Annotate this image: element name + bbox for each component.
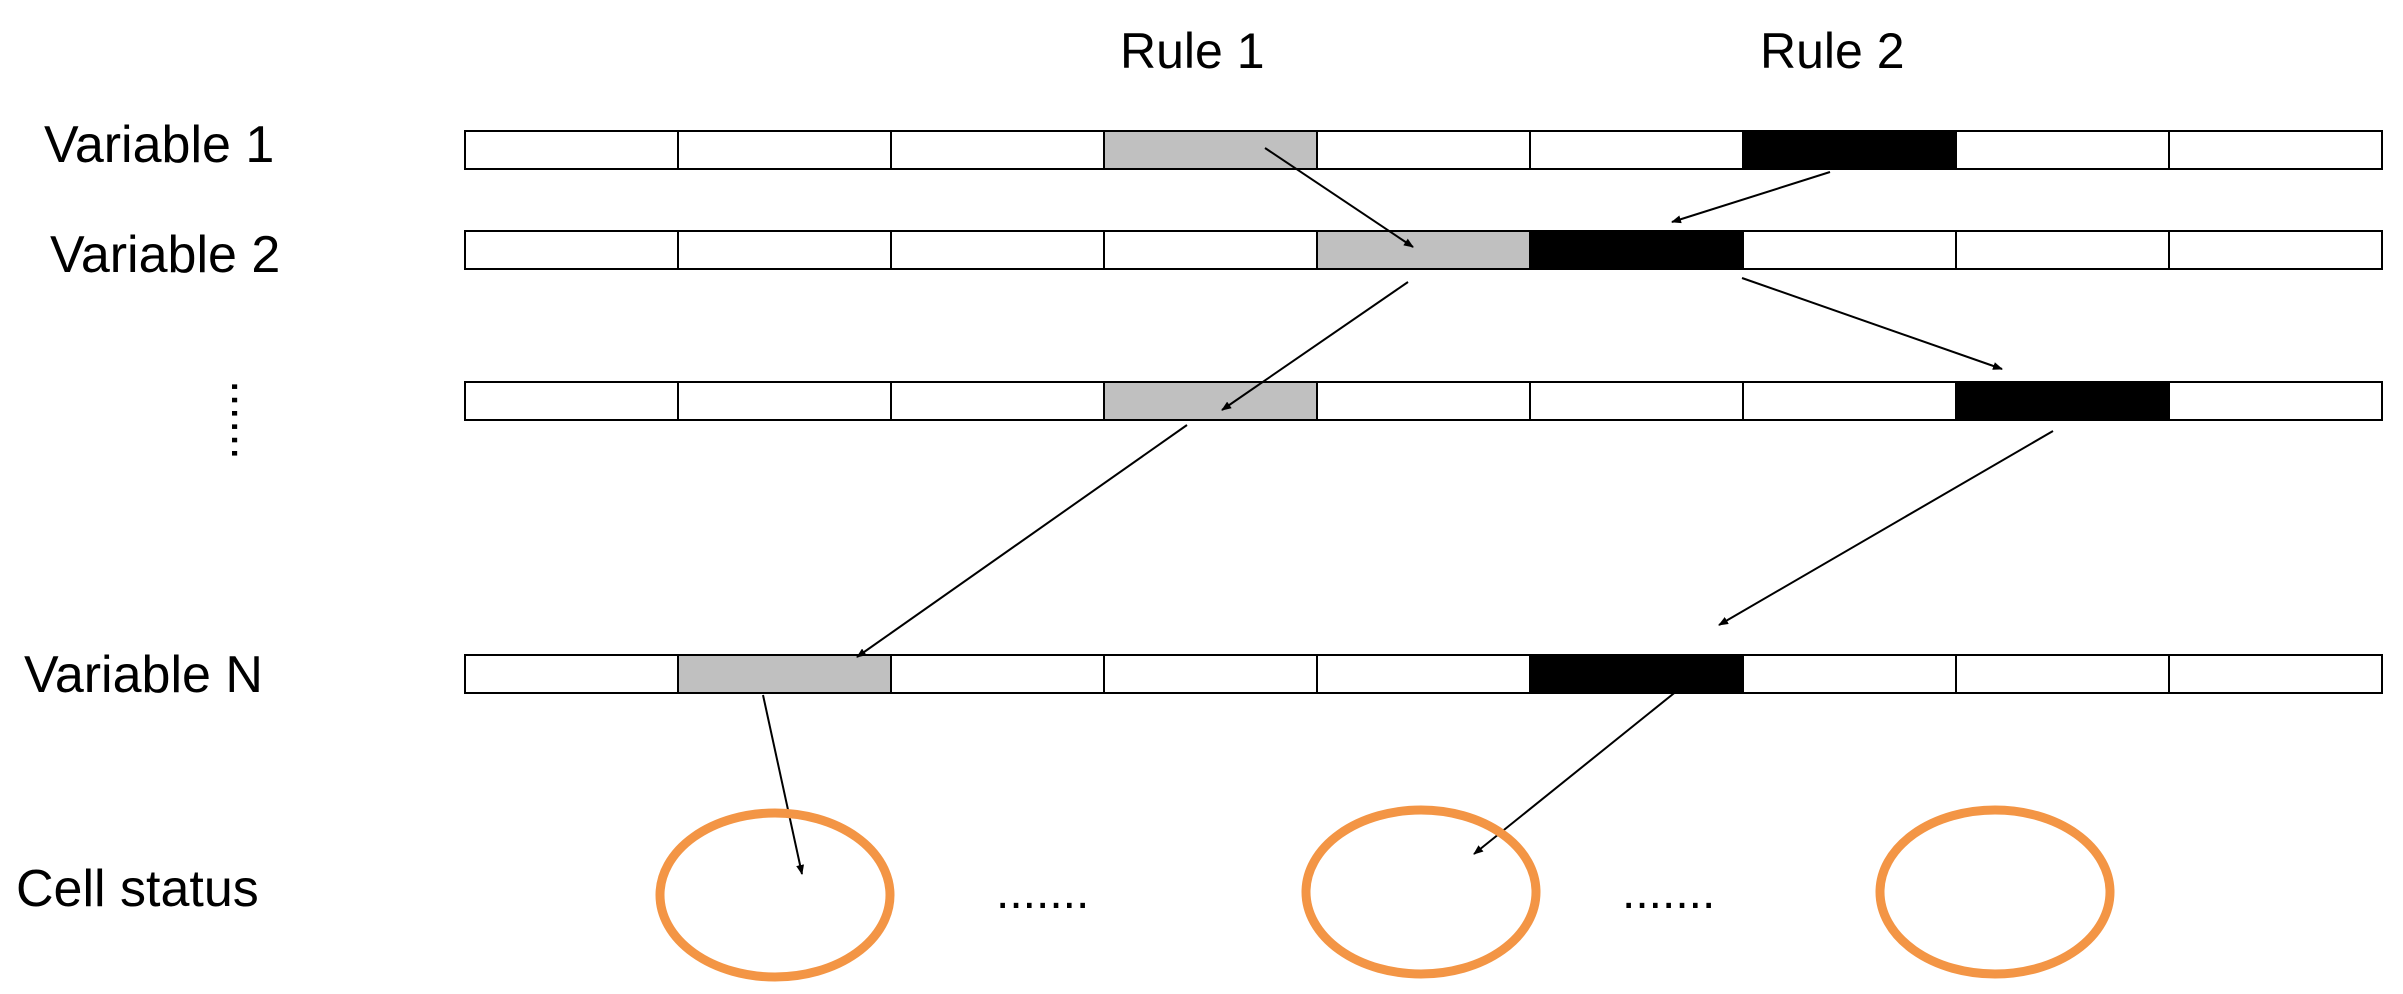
variable-1-cell-3 — [890, 130, 1105, 170]
rule-2-arrow-2 — [1741, 277, 2003, 370]
rule-2-arrow-3 — [1718, 430, 2054, 626]
variable-1-rule-2-cell-7 — [1742, 130, 1957, 170]
variable-n-cell-5 — [1316, 654, 1531, 694]
variable-2-cell-4 — [1103, 230, 1318, 270]
state-separator-2: ....... — [1622, 866, 1715, 919]
variable-2-cell-1 — [464, 230, 679, 270]
rule-2-arrow-1 — [1671, 171, 1831, 224]
variable-n-cell-7 — [1742, 654, 1957, 694]
variable-1-cell-8 — [1955, 130, 2170, 170]
cell-status-circle-2 — [1301, 805, 1541, 979]
variable-n-cell-4 — [1103, 654, 1318, 694]
variable-ellipsis-row-cell-1 — [464, 381, 679, 421]
rule-1-arrow-3 — [856, 424, 1188, 658]
variable-2-cell-2 — [677, 230, 892, 270]
vertical-ellipsis: ...... — [221, 380, 274, 460]
rule-2-label: Rule 2 — [1760, 23, 1905, 79]
variable-ellipsis-row-cell-3 — [890, 381, 1105, 421]
variable-1-label: Variable 1 — [44, 116, 274, 174]
rule-1-label: Rule 1 — [1120, 23, 1265, 79]
variable-n-rule-1-cell-2 — [677, 654, 892, 694]
variable-n-row — [464, 654, 2383, 694]
variable-n-rule-2-cell-6 — [1529, 654, 1744, 694]
variable-ellipsis-row-cell-2 — [677, 381, 892, 421]
variable-2-cell-7 — [1742, 230, 1957, 270]
rule-1-arrow-2 — [1221, 281, 1409, 411]
cell-status-label: Cell status — [16, 860, 259, 918]
variable-2-label: Variable 2 — [50, 226, 280, 284]
variable-ellipsis-row-cell-7 — [1742, 381, 1957, 421]
variable-2-row — [464, 230, 2383, 270]
variable-2-cell-8 — [1955, 230, 2170, 270]
variable-ellipsis-row-cell-6 — [1529, 381, 1744, 421]
variable-1-rule-1-cell-4 — [1103, 130, 1318, 170]
variable-1-cell-5 — [1316, 130, 1531, 170]
variable-ellipsis-row-rule-2-cell-8 — [1955, 381, 2170, 421]
variable-n-cell-9 — [2168, 654, 2383, 694]
variable-2-rule-2-cell-6 — [1529, 230, 1744, 270]
variable-ellipsis-row — [464, 381, 2383, 421]
cell-status-group — [655, 805, 2115, 982]
variable-n-cell-3 — [890, 654, 1105, 694]
variable-1-cell-2 — [677, 130, 892, 170]
variable-2-cell-3 — [890, 230, 1105, 270]
variable-2-cell-9 — [2168, 230, 2383, 270]
variable-ellipsis-row-cell-5 — [1316, 381, 1531, 421]
variable-n-label: Variable N — [24, 646, 263, 704]
variable-1-row — [464, 130, 2383, 170]
cell-status-circle-3 — [1875, 805, 2115, 979]
variable-n-cell-8 — [1955, 654, 2170, 694]
rule-1-arrow-4 — [762, 694, 804, 875]
rule-1-arrow-1 — [1264, 147, 1414, 248]
variable-1-cell-9 — [2168, 130, 2383, 170]
rule-2-arrow-4 — [1473, 689, 1679, 855]
variable-ellipsis-row-cell-9 — [2168, 381, 2383, 421]
variable-ellipsis-row-rule-1-cell-4 — [1103, 381, 1318, 421]
variable-2-rule-1-cell-5 — [1316, 230, 1531, 270]
variable-n-cell-1 — [464, 654, 679, 694]
state-separator-1: ....... — [996, 866, 1089, 919]
variable-1-cell-6 — [1529, 130, 1744, 170]
variable-1-cell-1 — [464, 130, 679, 170]
cell-status-circle-1 — [655, 808, 895, 982]
